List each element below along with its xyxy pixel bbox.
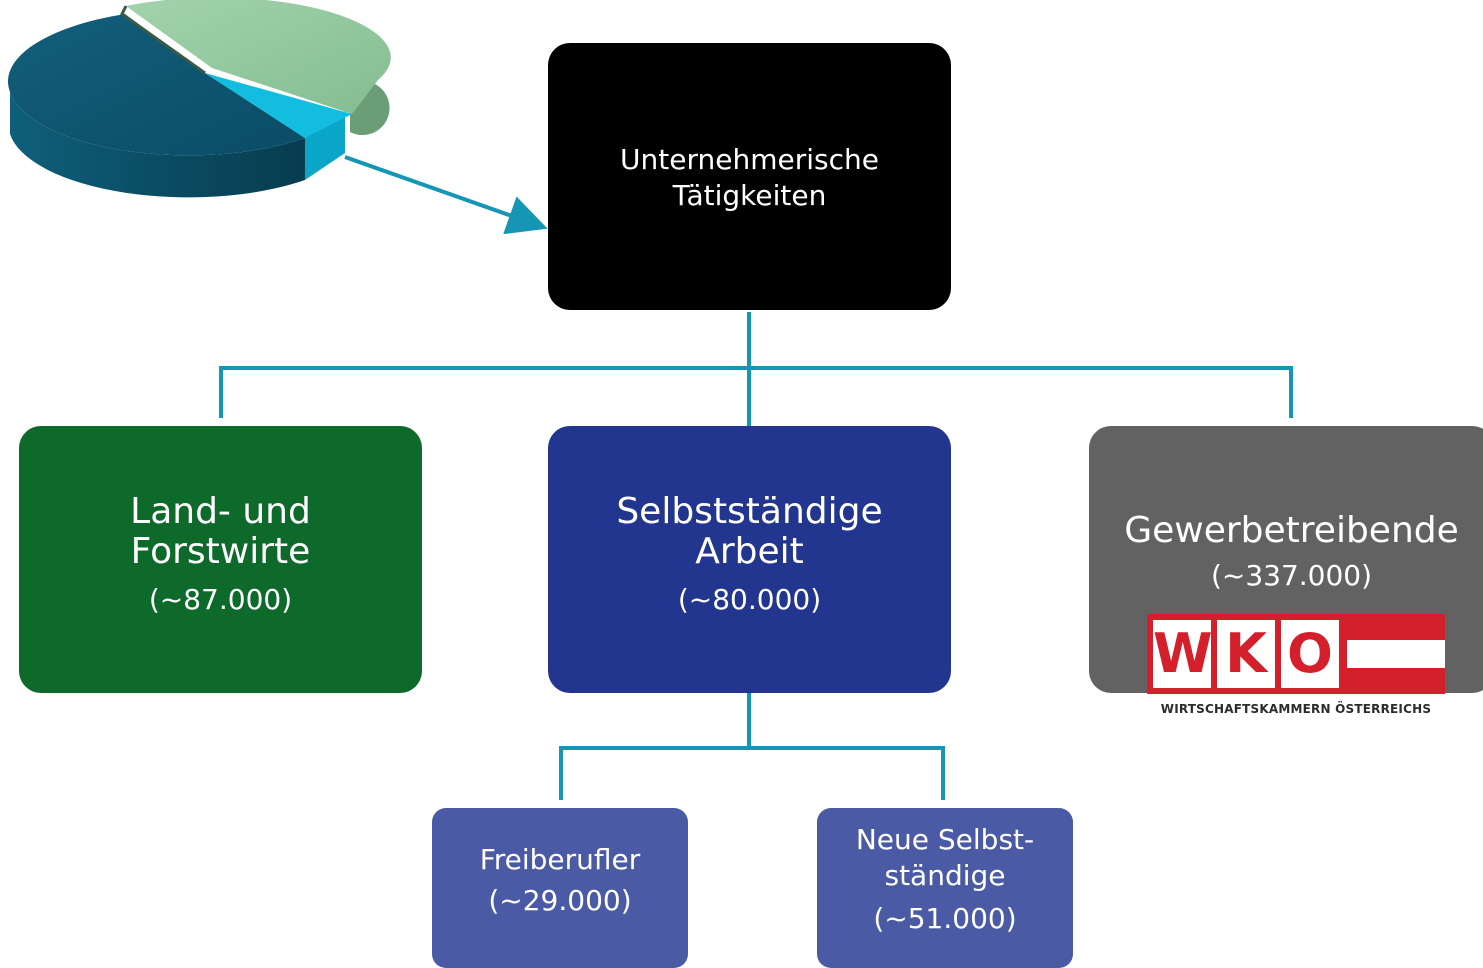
node-title: Unternehmerische <box>620 143 879 176</box>
node-count: (~80.000) <box>677 582 822 616</box>
node-title-line2: ständige <box>884 858 1006 892</box>
node-title-line2: Tätigkeiten <box>672 178 827 212</box>
node-title-line2: Forstwirte <box>130 531 311 573</box>
node-count: (~87.000) <box>148 582 293 616</box>
pie-slice-dark-side <box>10 92 305 198</box>
connector-level2-bar <box>559 746 945 800</box>
node-title: Freiberufler <box>479 843 641 876</box>
pie-slice-dark <box>7 14 305 156</box>
pie-chart-illustration <box>7 0 391 198</box>
pie-slice-light-side <box>350 64 390 136</box>
node-title: Land- und <box>130 491 311 532</box>
node-freiberufler: Freiberufler (~29.000) <box>432 808 688 968</box>
node-selbststaendige-arbeit: Selbstständige Arbeit (~80.000) <box>548 426 951 693</box>
node-count: (~51.000) <box>873 901 1017 935</box>
node-unternehmerische-taetigkeiten: Unternehmerische Tätigkeiten <box>548 43 951 310</box>
wko-logo: W K O <box>1147 614 1445 694</box>
wko-logo-letter: O <box>1281 620 1339 688</box>
node-title: Gewerbetreibende <box>1124 510 1459 551</box>
node-title: Selbstständige <box>616 491 883 532</box>
node-count: (~337.000) <box>1210 559 1373 593</box>
pie-slice-cyan <box>205 73 352 138</box>
node-land-forstwirte: Land- und Forstwirte (~87.000) <box>19 426 422 693</box>
node-title-line2: Arbeit <box>695 531 804 573</box>
pie-slice-light <box>126 0 391 114</box>
node-title: Neue Selbst- <box>855 823 1035 856</box>
wko-logo-letter: K <box>1217 620 1275 688</box>
node-count: (~29.000) <box>488 883 632 917</box>
wko-logo-flag-band <box>1347 640 1445 668</box>
wko-logo-caption: WIRTSCHAFTSKAMMERN ÖSTERREICHS <box>1160 702 1432 716</box>
node-neue-selbststaendige: Neue Selbst- ständige (~51.000) <box>817 808 1073 968</box>
wko-logo-letter: W <box>1153 620 1213 688</box>
pie-slice-cyan-side <box>305 111 345 180</box>
pie-arrow <box>344 155 548 235</box>
connector-level1-bar <box>219 366 1293 418</box>
